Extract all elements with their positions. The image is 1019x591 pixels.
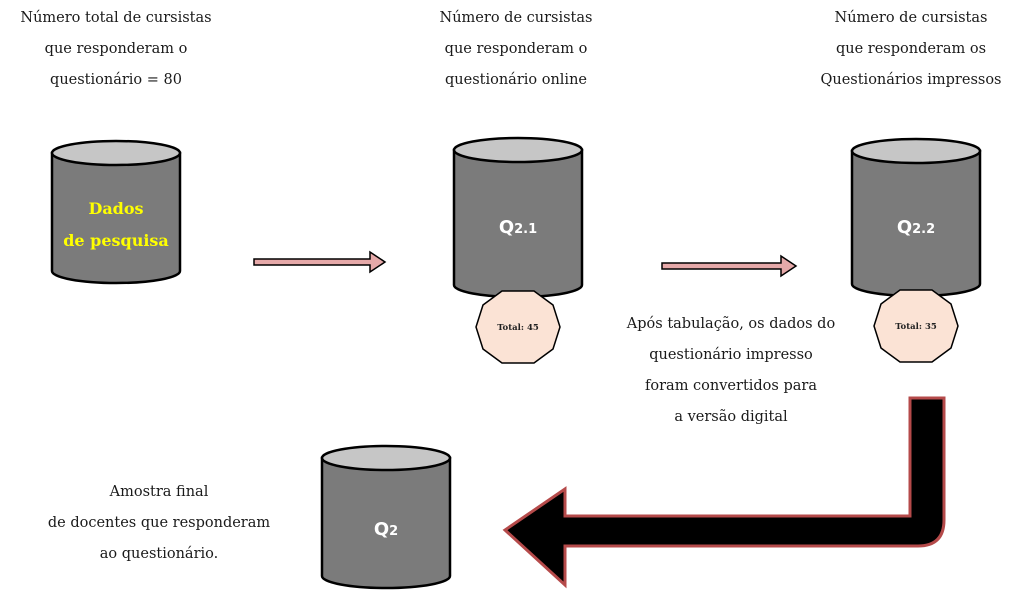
cylinder-q2-body <box>320 456 452 590</box>
caption-total-line-2: que responderam o <box>44 41 188 57</box>
cylinder-q2-label: Q2 <box>374 519 398 540</box>
arrow-big-return <box>502 396 946 589</box>
caption-total: Número total de cursistas que respondera… <box>0 3 232 96</box>
caption-total-line-1: Número total de cursistas <box>20 10 212 26</box>
cylinder-q2: Q2 <box>320 444 452 590</box>
arrow-right-1 <box>253 250 387 274</box>
cylinder-research-label-line-1: Dados <box>88 199 143 218</box>
cylinder-q21: Q2.1 <box>452 136 584 299</box>
cylinder-research-top <box>50 139 182 167</box>
badge-q21-label: Total: 45 <box>497 323 539 333</box>
caption-online: Número de cursistas que responderam o qu… <box>405 3 627 96</box>
caption-final-line-2: de docentes que responderam <box>47 515 271 531</box>
caption-printed-line-2: que responderam os <box>835 41 987 57</box>
caption-tabulation-line-2: questionário impresso <box>649 347 813 363</box>
cylinder-research-data: Dados de pesquisa <box>50 139 182 285</box>
badge-total-q21: Total: 45 <box>475 290 561 364</box>
cylinder-q21-label-main: Q <box>499 217 514 238</box>
cylinder-research-label-line-2: de pesquisa <box>63 231 169 250</box>
cylinder-q2-top <box>320 444 452 472</box>
caption-tabulation-line-1: Após tabulação, os dados do <box>626 316 836 332</box>
caption-online-line-3: questionário online <box>445 72 587 88</box>
badge-q21-shape <box>475 290 561 364</box>
caption-tabulation-line-4: a versão digital <box>674 409 788 425</box>
cylinder-q22: Q2.2 <box>850 137 982 298</box>
caption-online-line-1: Número de cursistas <box>439 10 593 26</box>
cylinder-research-body <box>50 151 182 285</box>
cylinder-q21-label-sub: 2.1 <box>514 222 537 237</box>
caption-final-line-3: ao questionário. <box>99 546 219 562</box>
caption-final: Amostra final de docentes que respondera… <box>28 477 290 570</box>
caption-tabulation-line-3: foram convertidos para <box>645 378 817 394</box>
badge-q22-shape <box>873 289 959 363</box>
cylinder-q22-top <box>850 137 982 165</box>
cylinder-q21-label: Q2.1 <box>499 217 537 238</box>
badge-total-q22: Total: 35 <box>873 289 959 363</box>
cylinder-q22-label-main: Q <box>897 217 912 238</box>
caption-printed-line-1: Número de cursistas <box>834 10 988 26</box>
caption-tabulation: Após tabulação, os dados do questionário… <box>600 309 862 433</box>
cylinder-q22-label-sub: 2.2 <box>912 222 935 237</box>
cylinder-q2-label-sub: 2 <box>389 524 398 539</box>
caption-final-line-1: Amostra final <box>109 484 209 500</box>
arrow-right-2 <box>661 254 798 278</box>
caption-online-line-2: que responderam o <box>444 41 588 57</box>
caption-total-line-3: questionário = 80 <box>50 72 182 88</box>
badge-q22-label: Total: 35 <box>895 322 937 332</box>
cylinder-q2-label-main: Q <box>374 519 389 540</box>
caption-printed: Número de cursistas que responderam os Q… <box>803 3 1019 96</box>
cylinder-q21-top <box>452 136 584 164</box>
caption-printed-line-3: Questionários impressos <box>820 72 1002 88</box>
cylinder-q22-label: Q2.2 <box>897 217 935 238</box>
